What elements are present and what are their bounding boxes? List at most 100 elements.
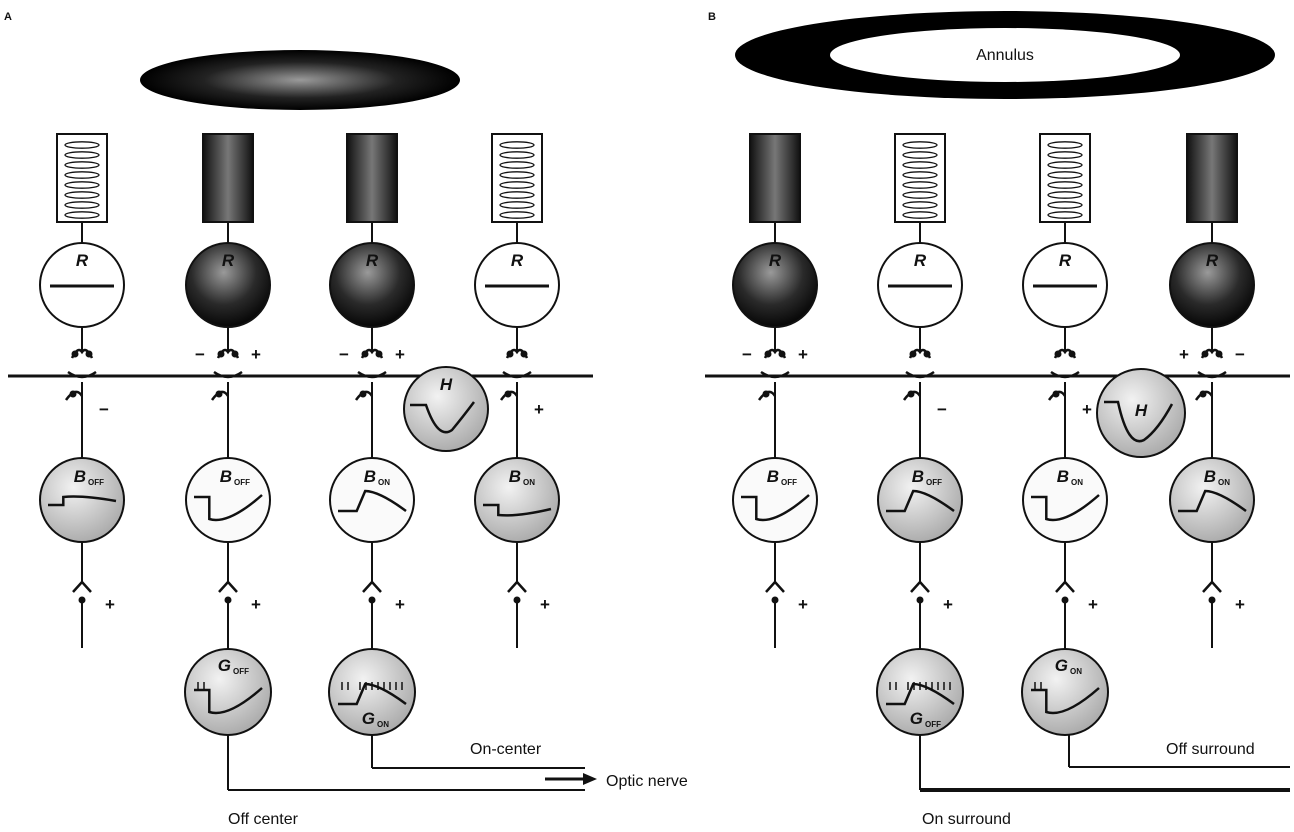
bipolar-response-trace [483,503,552,517]
on-center-label: On-center [470,741,542,758]
bipolar-cell-subscript: OFF [781,478,797,487]
synapse-sign: − [937,400,947,419]
off-center-label: Off center [228,811,299,828]
ganglion-cell [328,648,416,736]
rod-cell-symbol: R [76,251,89,270]
synapse-icon [910,580,930,593]
rod-disc [64,161,100,169]
rod-disc [64,141,100,149]
ganglion-response-trace [194,687,263,715]
rod-disc [902,181,938,189]
bipolar-cell-subscript: ON [1071,478,1083,487]
annulus-center [830,28,1180,82]
rod-disc [64,191,100,199]
dendrite-branch [1197,370,1227,379]
dendrite-branch [905,370,935,379]
dendrite-branch [357,370,387,379]
bipolar-cell-symbol: B [364,467,376,486]
rod-disc [902,191,938,199]
optic-nerve-label: Optic nerve [606,773,688,790]
rod-disc [499,141,535,149]
synapse-sign: + [251,345,261,364]
synapse-sign: + [251,595,261,614]
dendrite-branch [502,370,532,379]
rod-disc [64,201,100,209]
rod-disc [499,171,535,179]
rod-disc [1047,201,1083,209]
bipolar-response-trace [1178,489,1247,513]
dendrite-branch [67,370,97,379]
rod-outer-segment-dark [749,133,801,223]
rod-disc [902,161,938,169]
bipolar-cell-symbol: B [912,467,924,486]
rod-cell-symbol: R [1059,251,1072,270]
dendrite-branch [213,370,243,379]
synapse-icon [765,580,785,593]
synapse-sign: + [395,345,405,364]
synapse-icon [1055,580,1075,593]
on-surround-label: On surround [922,811,1011,828]
ganglion-response-trace [1031,687,1100,715]
bipolar-cell-symbol: B [1057,467,1069,486]
rod-cell-symbol: R [1206,251,1219,270]
rod-disc [902,171,938,179]
synapse-sign: − [742,345,752,364]
synapse-icon [72,580,92,593]
rod-disc [1047,151,1083,159]
rod-disc [499,161,535,169]
rod-disc [499,201,535,209]
rod-disc [902,151,938,159]
rod-disc [1047,171,1083,179]
rod-disc [499,151,535,159]
annulus-label: Annulus [976,47,1034,64]
bipolar-cell-symbol: B [509,467,521,486]
bipolar-cell-symbol: B [220,467,232,486]
light-spot-stimulus [140,50,460,110]
ganglion-cell-subscript: ON [377,720,389,729]
bipolar-response-trace [194,494,263,522]
bipolar-response-trace [741,494,810,522]
bipolar-response-trace [338,489,407,513]
synapse-sign: + [395,595,405,614]
bipolar-cell-subscript: OFF [926,478,942,487]
rod-disc [902,201,938,209]
rod-disc [64,211,100,219]
rod-outer-segment-dark [1186,133,1238,223]
bipolar-response-trace [886,489,955,513]
panel-label-a: A [4,11,12,23]
synapse-sign: + [943,595,953,614]
rod-disc [902,211,938,219]
dendrite-branch [760,370,790,379]
ganglion-cell [184,648,272,736]
panel-label-b: B [708,11,716,23]
synapse-sign: + [534,400,544,419]
rod-cell-symbol: R [222,251,235,270]
ganglion-cell-symbol: G [362,709,375,728]
synapse-sign: + [105,595,115,614]
synapse-sign: − [99,400,109,419]
synapse-icon [218,580,238,593]
synapse-icon [1202,580,1222,593]
bipolar-cell-subscript: ON [378,478,390,487]
ganglion-cell [1021,648,1109,736]
dendrite-branch [1050,370,1080,379]
rod-disc [902,141,938,149]
rod-disc [64,171,100,179]
rod-disc [64,151,100,159]
synapse-sign: + [1088,595,1098,614]
rod-disc [1047,141,1083,149]
ganglion-cell-symbol: G [910,709,923,728]
ganglion-cell-subscript: ON [1070,667,1082,676]
rod-disc [499,191,535,199]
bipolar-response-trace [1031,494,1100,522]
bipolar-cell-subscript: OFF [88,478,104,487]
ganglion-cell-symbol: G [218,656,231,675]
synapse-sign: + [1082,400,1092,419]
ganglion-cell-subscript: OFF [233,667,249,676]
synapse-sign: + [540,595,550,614]
